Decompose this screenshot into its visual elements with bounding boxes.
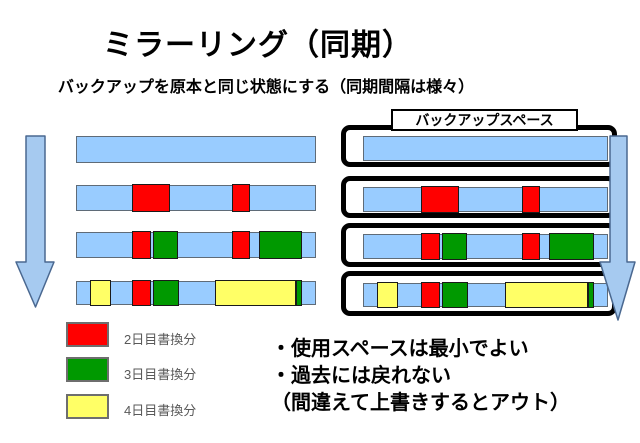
legend-label-day4: 4日目書換分 [124,403,197,418]
backup-bar-day3 [363,233,608,260]
segment-green [441,233,468,260]
segment-green [587,282,595,308]
note-line: （間違えて上書きするとアウト） [271,392,570,414]
segment-red [132,184,171,212]
segment-yellow [214,280,297,306]
segment-green [296,280,303,306]
legend-swatch-red [66,322,109,347]
segment-red [420,233,440,260]
segment-green [258,231,303,259]
legend-label-day3: 3日目書換分 [124,367,197,382]
backup-box-day2 [341,176,617,218]
note-line: ・過去には戻れない [271,365,451,387]
notes: ・使用スペースは最小でよい ・過去には戻れない （間違えて上書きするとアウト） [271,336,570,417]
segment-yellow [89,280,111,306]
down-arrow-right-icon [599,135,636,321]
segment-yellow [504,282,588,308]
backup-bar-day2 [363,186,608,213]
segment-red [521,233,541,260]
original-bar-day4 [76,280,316,306]
segment-red [521,186,541,213]
segment-red [420,282,440,308]
segment-green [441,282,469,308]
segment-green [153,231,179,259]
segment-red [420,186,459,213]
segment-yellow [377,282,399,308]
down-arrow-left-icon [15,135,55,308]
backup-bar-day4 [363,282,608,308]
legend-swatch-green [66,357,109,382]
segment-red [132,280,152,306]
original-bar-day3 [76,231,316,259]
down-arrow-right-shape [599,135,636,321]
backup-box-day3 [341,223,617,267]
segment-green [153,280,180,306]
subtitle: バックアップを原本と同じ状態にする（同期間隔は様々） [57,79,475,96]
original-bar-day1 [76,136,316,163]
legend-swatch-yellow [66,394,109,419]
segment-red [231,184,250,212]
original-bar-day2 [76,184,316,212]
backup-box-day1 [341,125,617,167]
backup-space-label: バックアップスペース [391,109,578,131]
segment-red [132,231,152,259]
legend-label-day2: 2日目書換分 [124,332,197,347]
segment-red [231,231,250,259]
segment-green [549,233,594,260]
backup-bar-day1 [363,136,608,161]
down-arrow-left-shape [15,135,55,308]
note-line: ・使用スペースは最小でよい [271,338,529,360]
backup-box-day4 [341,271,617,316]
page-title: ミラーリング（同期） [103,29,413,62]
